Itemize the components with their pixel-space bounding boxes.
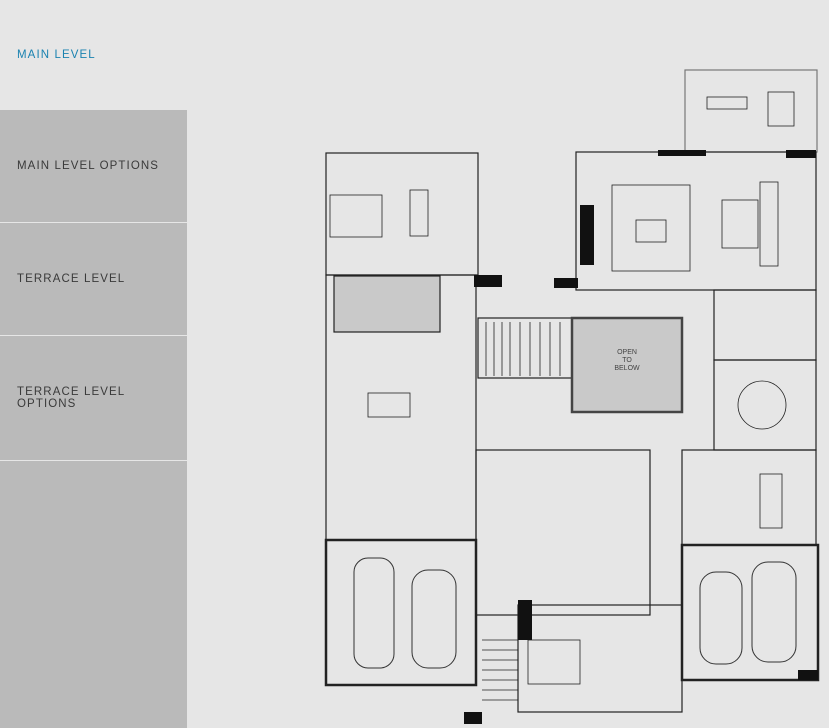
dining-table [721, 199, 759, 249]
desk [759, 473, 783, 529]
car-icon [411, 569, 457, 669]
sidebar-filler [0, 461, 187, 728]
tab-label: TERRACE LEVEL [17, 273, 126, 285]
stairs [477, 317, 573, 379]
tab-label: MAIN LEVEL [17, 49, 96, 61]
closet [333, 275, 441, 333]
bedroom-1 [325, 152, 479, 276]
office [681, 449, 817, 546]
cars [353, 557, 797, 669]
bedroom-2 [517, 604, 683, 713]
garage-right [680, 543, 820, 682]
car-icon [353, 557, 395, 669]
sofa [611, 184, 691, 272]
car-icon [751, 561, 797, 663]
courtyard [475, 449, 651, 616]
bath [713, 289, 817, 361]
tab-terrace-level[interactable]: TERRACE LEVEL [0, 223, 187, 335]
tab-label: TERRACE LEVEL OPTIONS [17, 386, 126, 410]
round-table [737, 380, 787, 430]
tab-main-level[interactable]: MAIN LEVEL [0, 0, 187, 110]
tab-terrace-level-options[interactable]: TERRACE LEVEL OPTIONS [0, 336, 187, 460]
terrace-outline [684, 69, 818, 153]
car-icon [699, 571, 743, 665]
tab-main-level-options[interactable]: MAIN LEVEL OPTIONS [0, 110, 187, 222]
open-to-below [570, 316, 684, 414]
tab-label: MAIN LEVEL OPTIONS [17, 160, 160, 172]
garage-left [324, 538, 478, 687]
open-to-below-label: OPEN TO BELOW [614, 349, 640, 372]
level-sidebar: MAIN LEVEL MAIN LEVEL OPTIONS TERRACE LE… [0, 0, 187, 728]
dining-room [713, 359, 817, 451]
